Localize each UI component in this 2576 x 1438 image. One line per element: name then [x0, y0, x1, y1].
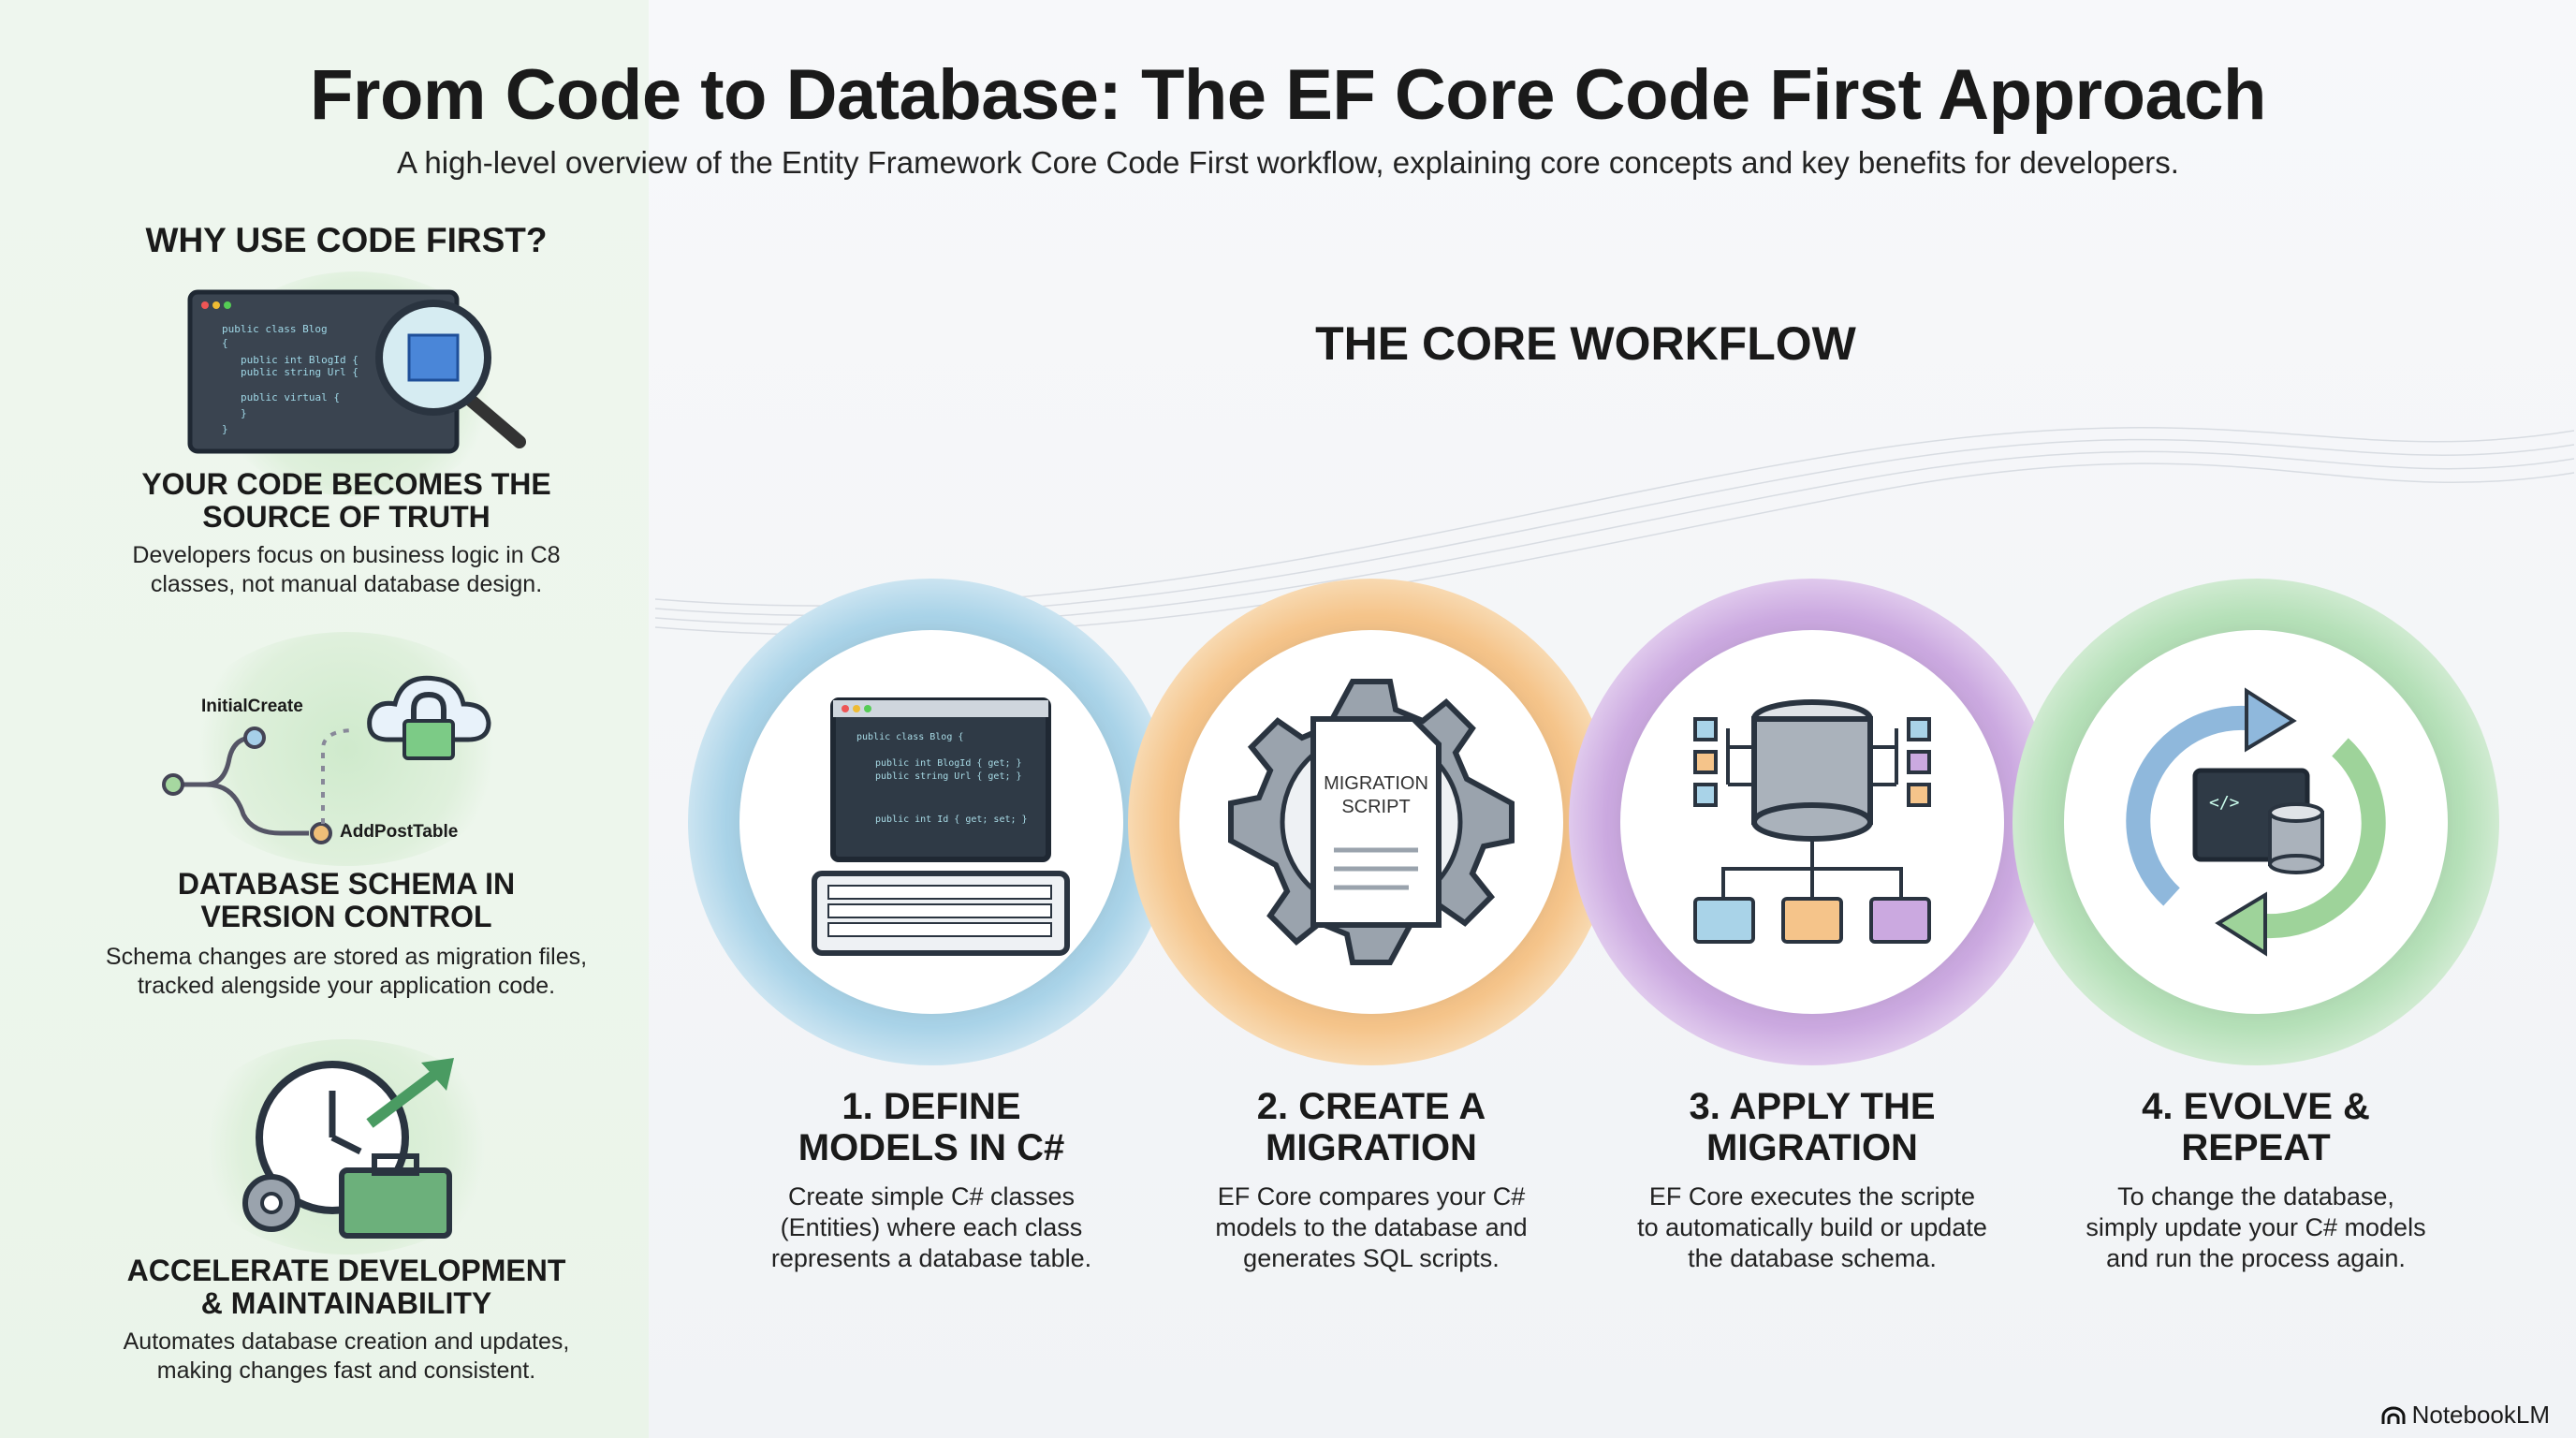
code-magnifier-icon: public class Blog{public int BlogId {pub… — [187, 289, 526, 454]
database-tree-icon — [1693, 699, 1931, 944]
step-2-ring: MIGRATION SCRIPT — [1128, 579, 1615, 1065]
svg-text:public string Url {: public string Url { — [241, 366, 359, 378]
brand-name: NotebookLM — [2411, 1401, 2550, 1429]
migration-label-initialcreate: InitialCreate — [201, 697, 303, 716]
svg-text:public class Blog {: public class Blog { — [856, 732, 963, 742]
laptop-code-icon: public class Blog { public int BlogId { g… — [812, 697, 1070, 956]
migration-label-addposttable: AddPostTable — [340, 822, 459, 842]
step-1-desc: Create simple C# classes(Entities) where… — [770, 1182, 1092, 1272]
item-3-desc: Automates database creation and updates,… — [123, 1328, 570, 1384]
step-2-desc: EF Core compares your C#models to the da… — [1215, 1182, 1528, 1272]
page-title: From Code to Database: The EF Core Code … — [310, 55, 2266, 135]
svg-text:</>: </> — [2209, 793, 2240, 813]
svg-text:public string Url { get; }: public string Url { get; } — [875, 771, 1022, 782]
svg-text:}: } — [222, 423, 228, 435]
svg-text:{: { — [222, 337, 228, 349]
sidebar-heading: WHY USE CODE FIRST? — [145, 221, 548, 259]
branch-cloud-lock-icon — [162, 675, 491, 844]
doc-label-2: SCRIPT — [1341, 797, 1410, 817]
step-3-ring — [1569, 579, 2056, 1065]
svg-text:public class Blog: public class Blog — [222, 323, 328, 335]
step-4-ring: </> — [2012, 579, 2499, 1065]
brand-watermark: NotebookLM — [2380, 1401, 2550, 1430]
svg-text:public virtual {: public virtual { — [241, 391, 340, 404]
notebooklm-logo-icon — [2381, 1406, 2406, 1424]
svg-text:public int Id { get; set; }: public int Id { get; set; } — [875, 814, 1028, 825]
item-2-desc: Schema changes are stored as migration f… — [105, 944, 588, 999]
item-1-desc: Developers focus on business logic in C8… — [132, 542, 561, 597]
svg-text:}: } — [241, 407, 247, 419]
svg-text:public int BlogId { get; }: public int BlogId { get; } — [875, 758, 1022, 769]
page-subtitle: A high-level overview of the Entity Fram… — [397, 145, 2179, 180]
workflow-heading: THE CORE WORKFLOW — [1315, 317, 1856, 370]
clock-toolbox-icon — [242, 1058, 454, 1239]
gear-document-icon: MIGRATION SCRIPT — [1228, 679, 1515, 965]
item-3-title: ACCELERATE DEVELOPMENT& MAINTAINABILITY — [126, 1254, 566, 1320]
step-4-desc: To change the database,simply update you… — [2086, 1182, 2426, 1272]
cycle-arrows-icon: </> — [2126, 687, 2386, 957]
step-1-ring: public class Blog { public int BlogId { g… — [688, 579, 1175, 1065]
svg-text:public int BlogId {: public int BlogId { — [241, 354, 359, 366]
step-4-title: 4. EVOLVE &REPEAT — [2142, 1086, 2370, 1168]
doc-label-1: MIGRATION — [1324, 773, 1428, 794]
